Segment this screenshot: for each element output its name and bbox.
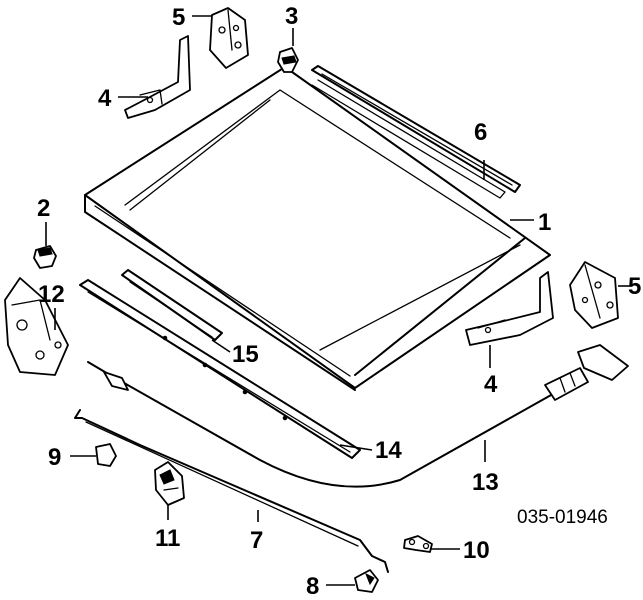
hood-release-cable xyxy=(87,344,629,488)
hood-seal-strip xyxy=(311,65,521,199)
hood-insulator-15 xyxy=(121,269,223,341)
callout-11: 11 xyxy=(155,525,180,552)
callout-5-left: 5 xyxy=(172,4,185,31)
stay-clip-8 xyxy=(354,569,379,593)
hood-bumper-2 xyxy=(33,245,57,269)
hood-panel xyxy=(84,66,551,391)
callout-15: 15 xyxy=(232,341,259,368)
callout-6: 6 xyxy=(474,119,487,146)
callout-9: 9 xyxy=(48,444,61,471)
hinge-arm-right xyxy=(465,271,554,346)
callout-1: 1 xyxy=(538,209,551,236)
rod-holder-clip xyxy=(154,461,185,506)
callout-4-left: 4 xyxy=(98,85,112,112)
callout-5-right: 5 xyxy=(628,273,641,300)
hood-support-rod xyxy=(74,409,389,573)
callout-7: 7 xyxy=(250,527,263,554)
hood-latch xyxy=(4,277,69,376)
hinge-arm-left xyxy=(124,35,191,119)
callout-10: 10 xyxy=(463,537,490,564)
callout-2: 2 xyxy=(37,195,50,222)
hood-hinge-right xyxy=(569,261,619,329)
callout-3: 3 xyxy=(285,3,298,30)
callout-12: 12 xyxy=(38,281,65,308)
hood-support-rail-14 xyxy=(79,279,361,459)
diagram-code: 035-01946 xyxy=(517,507,608,528)
hood-hinge-left xyxy=(209,7,249,69)
callout-8: 8 xyxy=(306,573,319,600)
clip-10 xyxy=(403,535,433,553)
hood-bumper-3 xyxy=(277,47,299,73)
callout-14: 14 xyxy=(375,437,402,464)
callout-numbers: 1 2 3 4 4 5 5 6 7 8 9 10 11 12 13 14 15 xyxy=(37,3,641,600)
callout-13: 13 xyxy=(472,469,499,496)
leader-lines xyxy=(45,15,632,586)
grommet-9 xyxy=(95,443,117,467)
callout-4-right: 4 xyxy=(484,371,498,398)
